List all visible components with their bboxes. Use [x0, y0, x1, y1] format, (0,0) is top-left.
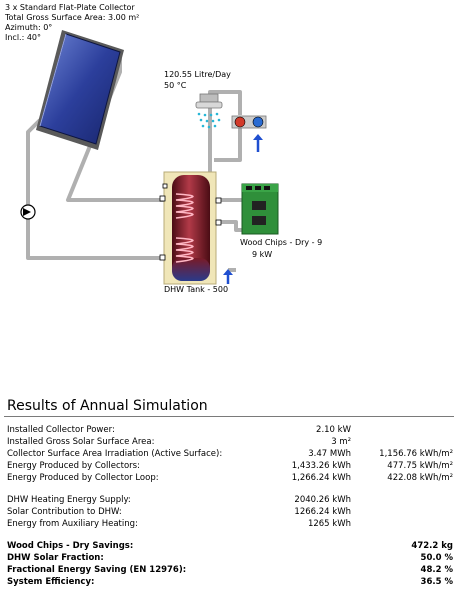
result-row: Energy from Auxiliary Heating: 1265 kWh: [7, 519, 351, 529]
results-title: Results of Annual Simulation: [7, 398, 208, 414]
tank-label: DHW Tank - 500: [164, 285, 229, 294]
result-row: DHW Heating Energy Supply: 2040.26 kWh: [7, 495, 351, 505]
collector-area-label: Total Gross Surface Area: 3.00 m²: [5, 13, 140, 22]
result-row: Solar Contribution to DHW: 1266.24 kWh: [7, 507, 351, 517]
system-schematic: [20, 30, 279, 285]
result-row: Installed Collector Power: 2.10 kW: [7, 425, 351, 435]
result-row: Energy Produced by Collectors: 1,433.26 …: [7, 461, 453, 471]
summary-row: System Efficiency: 36.5 %: [7, 577, 453, 587]
summary-row: Wood Chips - Dry Savings: 472.2 kg: [7, 541, 453, 551]
pump-icon: [20, 204, 36, 220]
result-row: Collector Surface Area Irradiation (Acti…: [7, 449, 453, 459]
boiler-icon: [241, 183, 279, 235]
tank-inlet-arrow-icon: [223, 269, 233, 284]
system-diagram: 3 x Standard Flat-Plate Collector Total …: [5, 3, 323, 294]
boiler-power-label: 9 kW: [252, 250, 273, 259]
title-divider: [4, 416, 454, 417]
solar-collector: [36, 30, 124, 150]
summary-row: Fractional Energy Saving (EN 12976): 48.…: [7, 565, 453, 575]
collector-azimuth-label: Azimuth: 0°: [5, 23, 53, 32]
cold-water-arrow-icon: [253, 134, 263, 152]
boiler-type-label: Wood Chips - Dry - 9: [240, 238, 323, 247]
summary-row: DHW Solar Fraction: 50.0 %: [7, 553, 453, 563]
dhw-flow-label: 120.55 Litre/Day: [164, 70, 231, 79]
result-row: Energy Produced by Collector Loop: 1,266…: [7, 473, 453, 483]
mixing-valve-icon: [231, 115, 267, 129]
collector-inclination-label: Incl.: 40°: [5, 33, 42, 42]
dhw-temperature-label: 50 °C: [164, 81, 187, 90]
dhw-tank: [159, 171, 222, 285]
collector-type-label: 3 x Standard Flat-Plate Collector: [5, 3, 135, 12]
shower-icon: [195, 93, 223, 129]
result-row: Installed Gross Solar Surface Area: 3 m²: [7, 437, 351, 447]
